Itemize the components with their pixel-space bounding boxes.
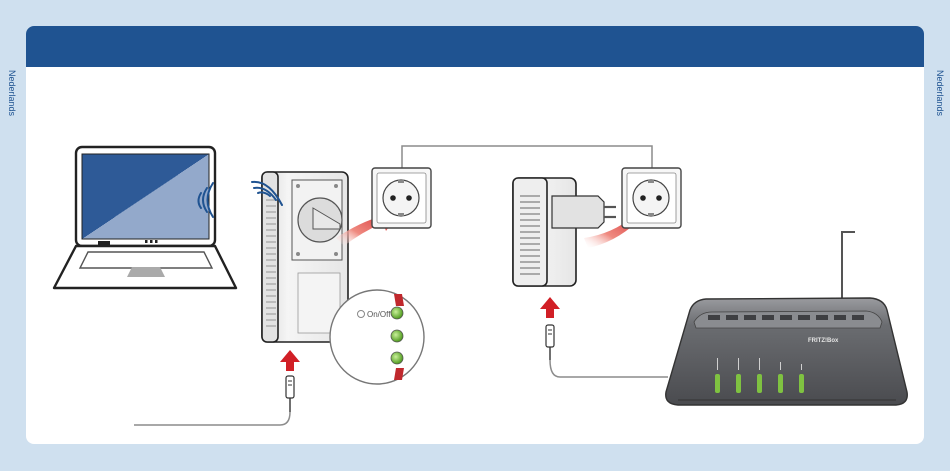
router-led-internet (736, 374, 741, 393)
led-on-off (391, 307, 403, 319)
router-led-phone (757, 374, 762, 393)
led-powerline (391, 330, 403, 342)
led-wlan (391, 352, 403, 364)
arrow-up-right-icon (540, 297, 560, 318)
wall-socket-right-icon (622, 168, 681, 228)
network-cable-icon (134, 376, 294, 425)
router-led-wlan (778, 374, 783, 393)
router-brand-label: FRITZ!Box (808, 338, 839, 344)
router-led-info (799, 374, 804, 393)
router-icon: FRITZ!Box (666, 232, 908, 405)
led-callout-icon: On/Off (330, 290, 424, 384)
router-led-power (715, 374, 720, 393)
powerline-adapter-icon (513, 178, 616, 286)
laptop-icon (54, 147, 236, 288)
arrow-up-icon (280, 350, 300, 371)
router-cable-icon (546, 325, 668, 377)
wall-socket-icon (372, 168, 431, 228)
on-off-label: On/Off (367, 310, 391, 319)
router-antenna (842, 232, 855, 300)
socket-link-line (402, 146, 652, 168)
